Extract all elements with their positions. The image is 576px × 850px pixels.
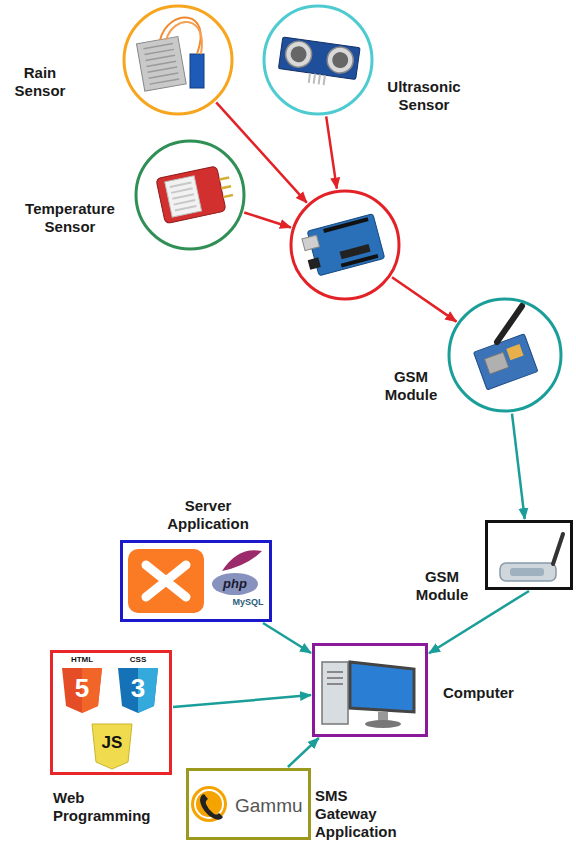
circle-border — [291, 191, 399, 299]
circle-outline — [289, 189, 401, 301]
sensor-circle: Temperature Sensor — [134, 139, 246, 251]
rain-wire — [166, 22, 202, 54]
ultrasonic-mesh — [290, 45, 308, 63]
web-logos — [62, 668, 158, 769]
node-label: GSM Module — [378, 368, 444, 404]
gsm-pcb — [473, 334, 537, 390]
hardware-box: GSM Module — [485, 520, 573, 590]
gammu-handset — [200, 794, 223, 820]
sensor-circle: Ultrasonic Sensor — [262, 4, 374, 116]
temperature-picture — [156, 164, 236, 224]
arduino-picture — [300, 214, 384, 278]
connector-arrow — [263, 623, 311, 653]
gsm-board-picture — [473, 306, 537, 390]
arduino-header — [341, 254, 379, 268]
feather-logo — [222, 550, 262, 571]
logo-text: JS — [92, 733, 132, 753]
rain-plate-traces — [143, 43, 179, 84]
dht-pins — [219, 177, 233, 197]
ultrasonic-can — [326, 45, 355, 74]
node-label: Computer — [443, 684, 553, 702]
gsm-sim — [484, 352, 508, 374]
module-circle: GSM Module — [447, 297, 563, 413]
software-box: GammuSMS Gateway Application — [186, 768, 311, 840]
circle-outline — [447, 297, 563, 413]
logo-text: php — [212, 576, 258, 592]
circle-border — [264, 6, 372, 114]
dht-housing — [165, 176, 202, 217]
sensor-circle: Rain Sensor — [122, 4, 234, 116]
tower-slots — [327, 672, 343, 684]
controller-circle — [289, 189, 401, 301]
arduino-jack — [308, 257, 321, 270]
logo-text: HTML — [62, 655, 102, 665]
ultrasonic-can — [284, 40, 313, 69]
arduino-header — [323, 217, 368, 233]
node-label: SMS Gateway Application — [315, 787, 405, 841]
ultrasonic-mesh — [331, 51, 349, 69]
connector-arrow — [216, 102, 307, 202]
rain-sensor-board — [136, 37, 186, 92]
connector-arrow — [512, 414, 525, 519]
connector-arrow — [244, 213, 291, 228]
html-shield — [62, 668, 102, 713]
arduino-usb — [302, 235, 320, 250]
logo-text: CSS — [118, 655, 158, 665]
software-box: Server Application — [120, 540, 272, 622]
node-label: GSM Module — [401, 568, 483, 604]
circle-outline — [134, 139, 246, 251]
computer-box: Computer — [312, 643, 428, 737]
rain-plate — [136, 37, 186, 92]
logo-text: 3 — [118, 673, 158, 704]
connector-arrow — [326, 116, 337, 188]
modem-band — [510, 568, 544, 576]
rain-sensor-picture — [136, 18, 204, 92]
computer-monitor — [350, 662, 414, 712]
node-label: Rain Sensor — [4, 64, 76, 100]
circle-outline — [262, 4, 374, 116]
node-label: Temperature Sensor — [8, 200, 132, 236]
dht-grid — [170, 182, 197, 210]
connector-arrow — [392, 277, 456, 321]
ultrasonic-board — [278, 37, 360, 80]
usb-modem-picture — [500, 534, 563, 581]
modem-antenna — [553, 534, 563, 564]
rain-module — [190, 54, 204, 88]
software-box: Web Programming — [50, 650, 172, 775]
gammu-circle — [191, 786, 227, 822]
ultrasonic-picture — [277, 37, 360, 89]
xampp-logo — [128, 549, 204, 613]
gammu-icon — [191, 786, 227, 822]
js-shield — [92, 724, 132, 769]
css-shield — [118, 668, 158, 713]
logo-text: Gammu — [235, 795, 303, 818]
connector-arrow — [173, 695, 311, 707]
dht-board — [156, 166, 226, 224]
gsm-chip — [506, 344, 523, 360]
node-label: Server Application — [143, 497, 273, 533]
monitor-base — [365, 720, 401, 728]
connector-arrow — [288, 738, 319, 767]
php-logo — [212, 573, 258, 595]
node-label: Ultrasonic Sensor — [382, 78, 466, 114]
ultrasonic-pins — [309, 73, 325, 85]
logo-text: 5 — [62, 673, 102, 704]
logo-text: MySQL — [226, 597, 270, 608]
modem-body — [500, 563, 556, 581]
circle-border — [449, 299, 561, 411]
gsm-board — [473, 334, 537, 390]
circle-border — [136, 141, 244, 249]
computer-picture — [322, 662, 414, 728]
circle-border — [124, 6, 232, 114]
xampp-mark — [146, 565, 186, 597]
circle-outline — [122, 4, 234, 116]
computer-tower — [322, 662, 348, 724]
gsm-antenna — [497, 306, 522, 342]
node-label: Web Programming — [53, 789, 177, 825]
